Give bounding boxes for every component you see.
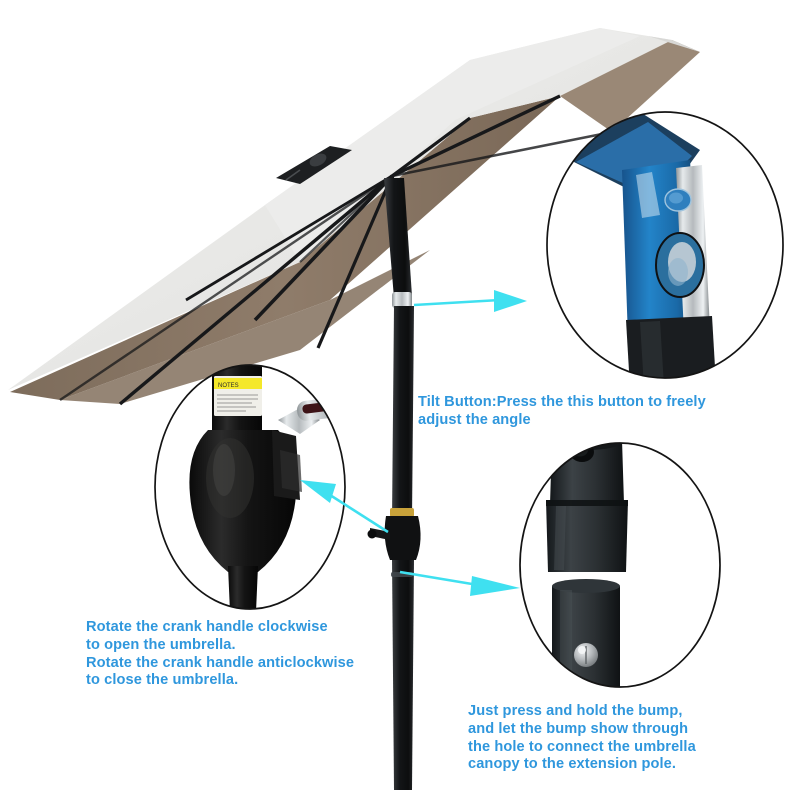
svg-text:NOTES: NOTES bbox=[218, 383, 239, 389]
crank-lower-stem bbox=[228, 566, 258, 609]
crank-housing bbox=[384, 516, 421, 560]
canopy-underside bbox=[10, 96, 560, 400]
connector-flange bbox=[546, 500, 628, 572]
callout-circle-crank bbox=[154, 364, 346, 610]
arrow-crank bbox=[300, 480, 389, 534]
pole-upper bbox=[384, 178, 412, 298]
callout-circle-tilt bbox=[546, 111, 784, 379]
caption-crank-handle: Rotate the crank handle clockwise to ope… bbox=[86, 619, 355, 689]
caption-tilt-button: Tilt Button:Press the this button to fre… bbox=[418, 394, 706, 428]
umbrella-pole bbox=[367, 178, 421, 790]
canopy-top-fitting bbox=[276, 146, 352, 184]
callout-pole-connector bbox=[519, 442, 721, 688]
canopy-right-wedge bbox=[560, 40, 700, 132]
arrow-tilt bbox=[413, 290, 527, 312]
canopy-underside-2 bbox=[60, 250, 430, 404]
callout-crank-handle: NOTES bbox=[154, 364, 346, 610]
tilt-joint bbox=[392, 292, 412, 308]
crank-collar bbox=[390, 508, 414, 517]
callout-tilt-button bbox=[546, 111, 784, 379]
pole-lower bbox=[392, 560, 414, 790]
crank-knob bbox=[367, 529, 377, 539]
arrow-bump bbox=[399, 570, 520, 596]
caption-pole-connector: Just press and hold the bump, and let th… bbox=[468, 703, 696, 773]
pole-middle bbox=[392, 306, 414, 520]
callout-circle-connector bbox=[519, 442, 721, 688]
warning-label-band bbox=[214, 378, 262, 389]
